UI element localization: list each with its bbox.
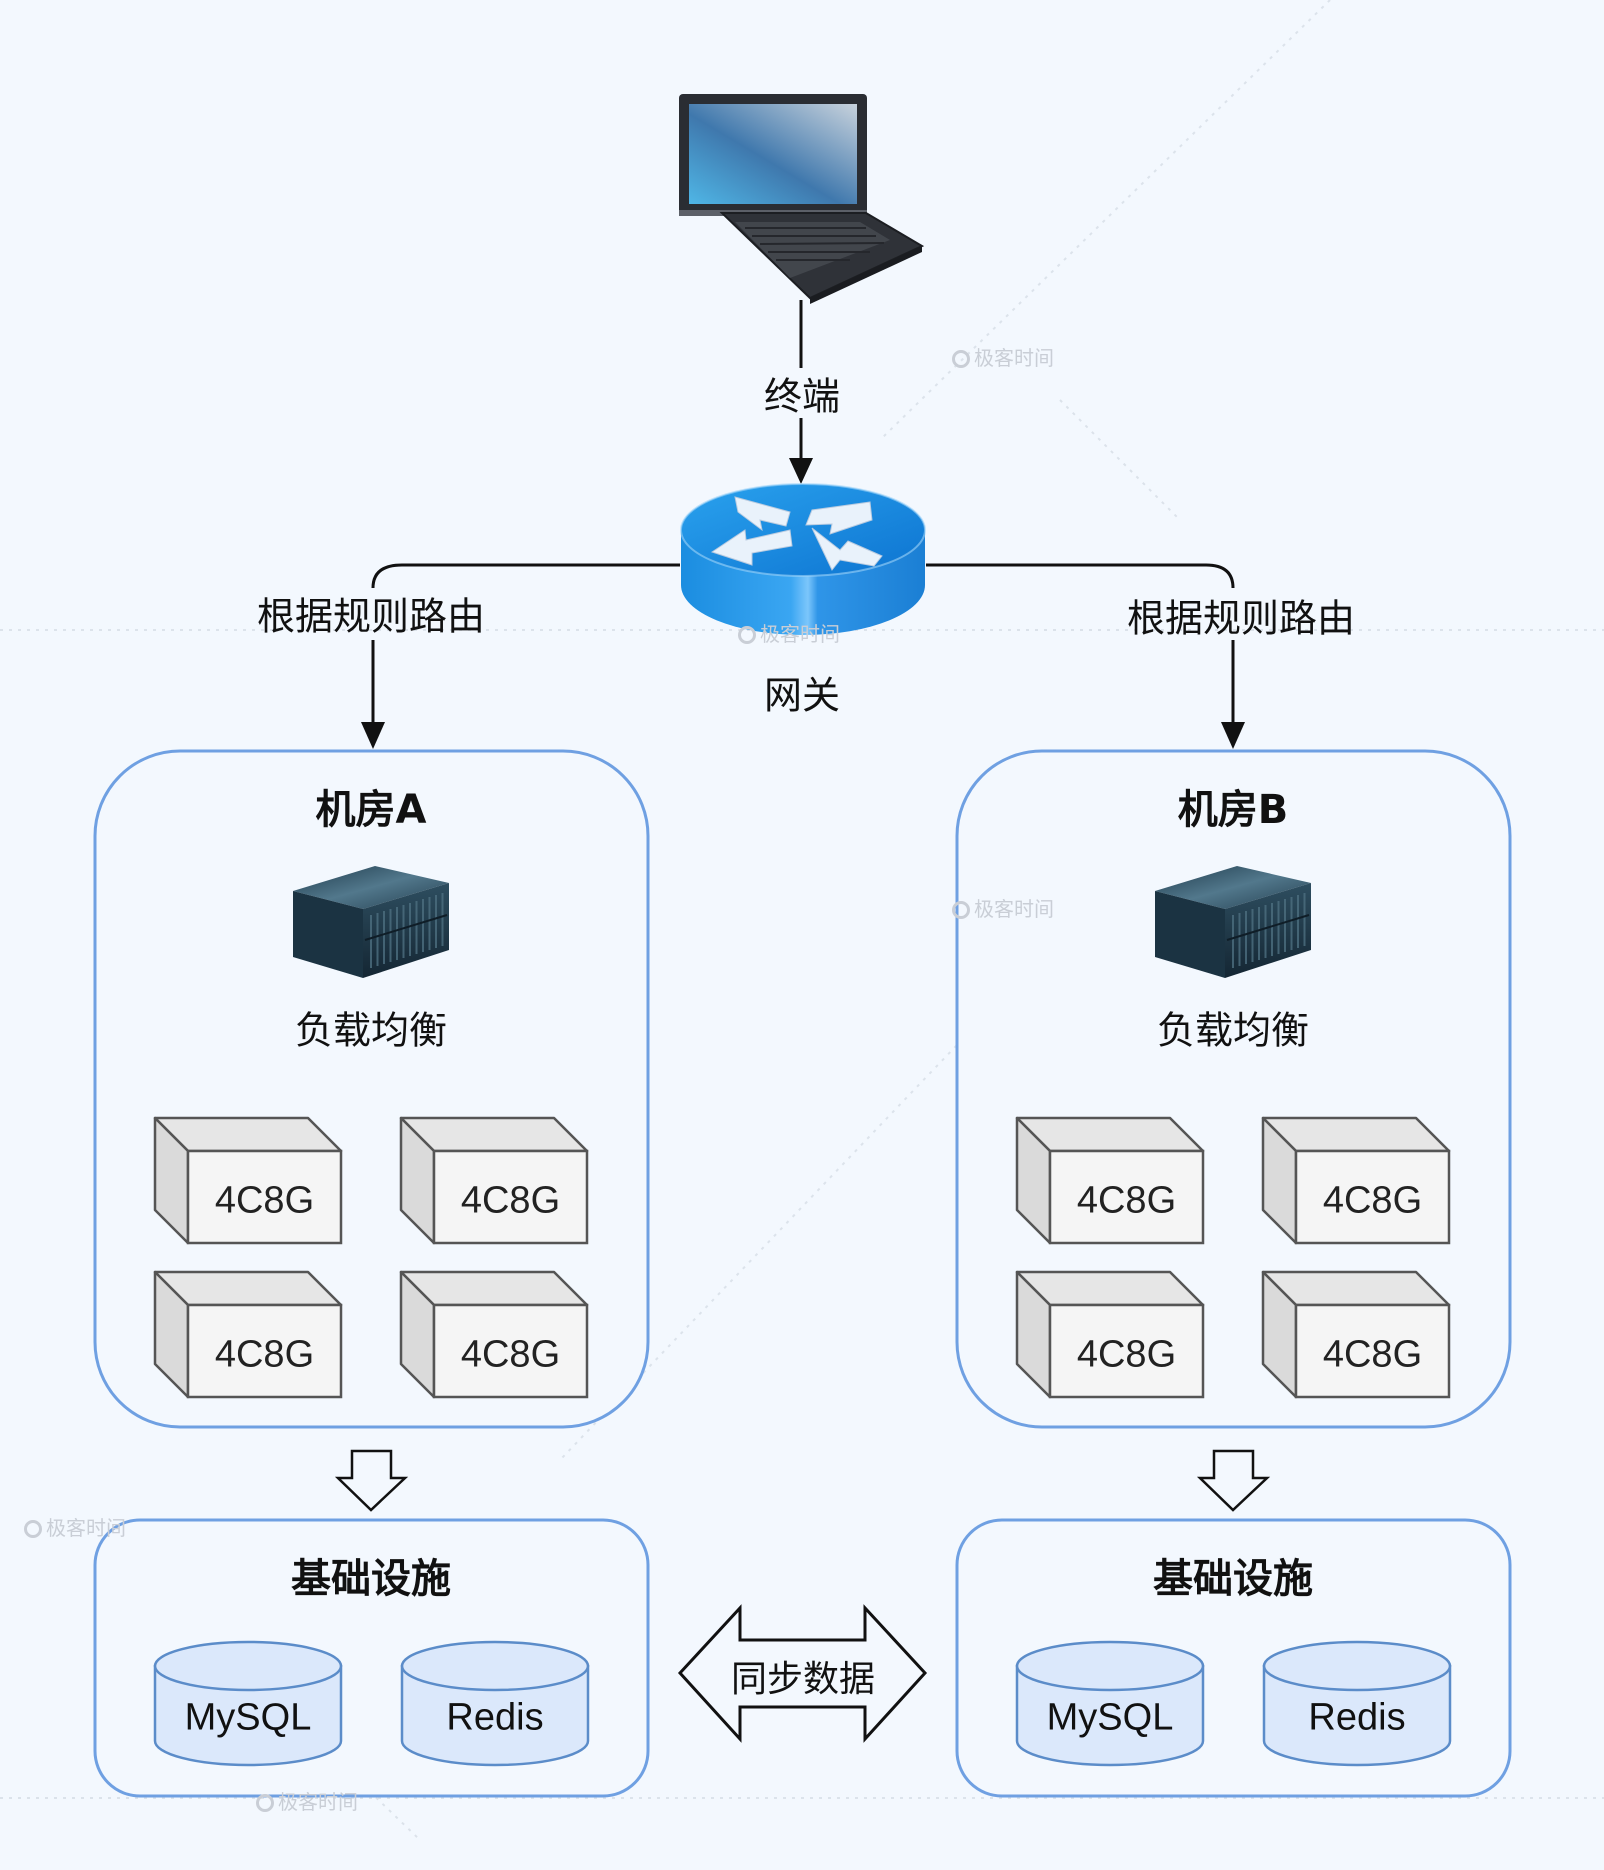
load-balancer-b-label: 负载均衡: [1156, 1008, 1310, 1053]
instance-cube: [1015, 1270, 1205, 1399]
watermark: 极客时间: [952, 342, 1054, 371]
database-label: MySQL: [184, 1696, 312, 1738]
database-cylinder-redis: [400, 1640, 590, 1767]
instance-cube: [1015, 1116, 1205, 1245]
watermark: 极客时间: [256, 1786, 358, 1815]
instance-spec-label: 4C8G: [1076, 1333, 1177, 1376]
watermark: 极客时间: [24, 1512, 126, 1541]
sync-double-arrow: [677, 1604, 928, 1743]
instance-cube: [399, 1270, 589, 1399]
laptop-icon: [679, 94, 925, 304]
instance-spec-label: 4C8G: [1322, 1179, 1423, 1222]
database-label: Redis: [1308, 1696, 1406, 1738]
datacenter-a-title: 机房A: [315, 787, 427, 833]
load-balancer-a-label: 负载均衡: [294, 1008, 448, 1053]
instance-cube: [153, 1116, 343, 1245]
datacenter-b-title: 机房B: [1177, 787, 1289, 833]
datacenter-a-container: [93, 749, 650, 1429]
database-label: MySQL: [1046, 1696, 1174, 1738]
router-icon: [680, 483, 926, 635]
database-label: Redis: [446, 1696, 544, 1738]
sync-label: 同步数据: [730, 1659, 876, 1700]
instance-cube: [1261, 1270, 1451, 1399]
instance-cube: [399, 1116, 589, 1245]
terminal-arrowhead: [789, 458, 813, 484]
route-label-left: 根据规则路由: [256, 594, 486, 639]
infra-b-title: 基础设施: [1153, 1556, 1313, 1602]
instance-spec-label: 4C8G: [460, 1333, 561, 1376]
route-arrowhead-right: [1221, 722, 1245, 749]
instance-spec-label: 4C8G: [214, 1333, 315, 1376]
instance-cube: [153, 1270, 343, 1399]
server-icon: [1155, 866, 1311, 978]
route-connector-right: [926, 563, 1235, 589]
instance-spec-label: 4C8G: [214, 1179, 315, 1222]
instance-spec-label: 4C8G: [460, 1179, 561, 1222]
gateway-label: 网关: [763, 673, 841, 718]
infra-a-title: 基础设施: [291, 1556, 451, 1602]
database-cylinder-mysql: [153, 1640, 343, 1767]
database-cylinder-mysql: [1015, 1640, 1205, 1767]
server-icon: [293, 866, 449, 978]
instance-spec-label: 4C8G: [1076, 1179, 1177, 1222]
instance-spec-label: 4C8G: [1322, 1333, 1423, 1376]
route-label-right: 根据规则路由: [1126, 596, 1356, 641]
database-cylinder-redis: [1262, 1640, 1452, 1767]
hollow-down-arrow-b: [1196, 1449, 1271, 1512]
watermark: 极客时间: [738, 618, 840, 647]
instance-cube: [1261, 1116, 1451, 1245]
route-connector-left: [371, 563, 680, 589]
datacenter-b-container: [955, 749, 1512, 1429]
watermark: 极客时间: [952, 893, 1054, 922]
route-arrowhead-left: [361, 722, 385, 749]
hollow-down-arrow-a: [334, 1449, 409, 1512]
terminal-label: 终端: [763, 374, 841, 419]
